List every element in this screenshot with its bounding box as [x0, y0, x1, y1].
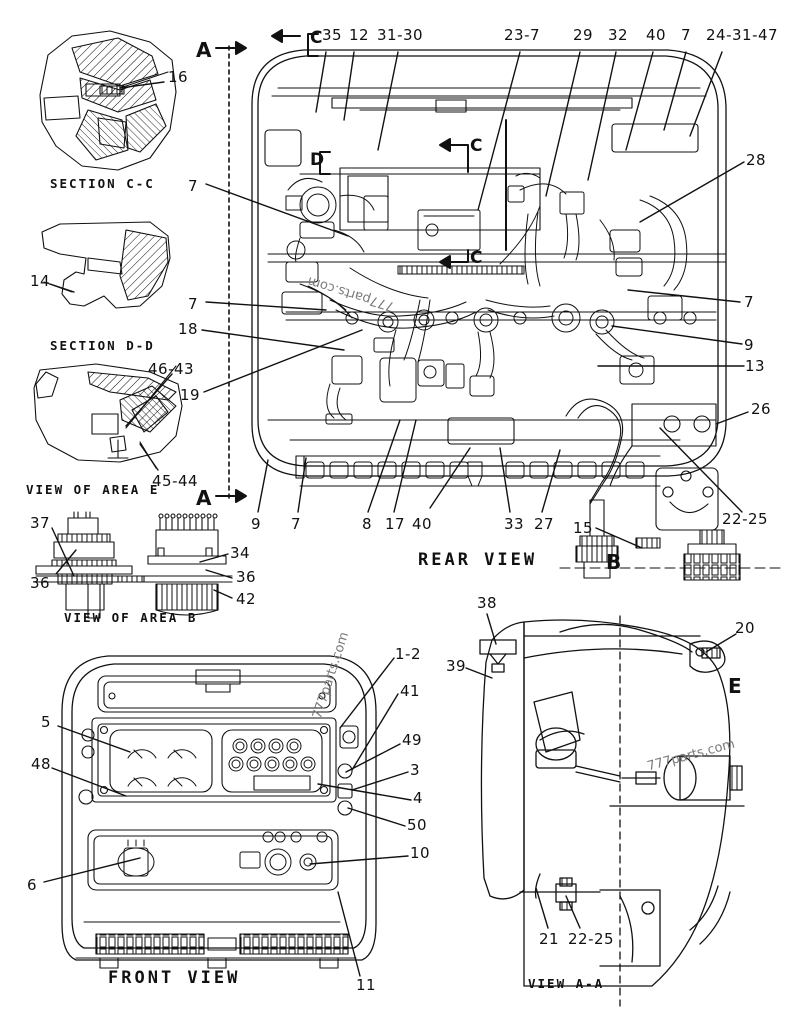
callout-32: 32 [608, 26, 629, 44]
callout-49: 49 [402, 731, 423, 749]
callout-7-top: 7 [681, 26, 692, 44]
section-marker-c-bracket: C [310, 28, 323, 48]
callout-45-44: 45-44 [152, 472, 199, 490]
callout-1-2: 1-2 [395, 645, 421, 663]
section-marker-b-rear: B [606, 550, 622, 574]
callout-46-43: 46-43 [148, 360, 195, 378]
callout-13: 13 [745, 357, 766, 375]
callout-33: 33 [504, 515, 525, 533]
callout-18: 18 [178, 320, 199, 338]
section-marker-c-top: C [470, 136, 483, 156]
callout-14: 14 [30, 272, 51, 290]
callout-16: 16 [168, 68, 189, 86]
callout-7-left-lower: 7 [188, 295, 199, 313]
callout-6: 6 [27, 876, 38, 894]
callout-31-30: 31-30 [377, 26, 424, 44]
callout-42: 42 [236, 590, 257, 608]
callout-35: 35 [322, 26, 343, 44]
caption-rear-view: REAR VIEW [418, 550, 538, 570]
callout-27: 27 [534, 515, 555, 533]
section-marker-a-top: A [196, 38, 212, 62]
callout-8: 8 [362, 515, 373, 533]
callout-7-bottom: 7 [291, 515, 302, 533]
callout-36-right: 36 [236, 568, 257, 586]
callout-15: 15 [573, 519, 594, 537]
callout-4: 4 [413, 789, 424, 807]
callout-36-left: 36 [30, 574, 51, 592]
section-marker-c-bottom: C [470, 248, 483, 268]
section-marker-e-right: E [728, 674, 742, 698]
callout-7-right: 7 [744, 293, 755, 311]
callout-9-right: 9 [744, 336, 755, 354]
callout-40-top: 40 [646, 26, 667, 44]
callout-21: 21 [539, 930, 560, 948]
caption-section-dd: SECTION D-D [50, 338, 155, 353]
section-marker-a-bottom: A [196, 486, 212, 510]
callout-22-25-rear: 22-25 [722, 510, 769, 528]
caption-section-cc: SECTION C-C [50, 176, 155, 191]
caption-view-aa: VIEW A-A [528, 976, 605, 991]
callout-7-left-upper: 7 [188, 177, 199, 195]
callout-9-bottom: 9 [251, 515, 262, 533]
caption-front-view: FRONT VIEW [108, 968, 241, 988]
callout-50: 50 [407, 816, 428, 834]
callout-19: 19 [180, 386, 201, 404]
callout-22-25-aa: 22-25 [568, 930, 615, 948]
caption-view-area-b: VIEW OF AREA B [64, 610, 198, 625]
callout-23-7: 23-7 [504, 26, 541, 44]
caption-view-area-e: VIEW OF AREA E [26, 482, 160, 497]
callout-38: 38 [477, 594, 498, 612]
callout-5: 5 [41, 713, 52, 731]
callout-3: 3 [410, 761, 421, 779]
callout-29: 29 [573, 26, 594, 44]
callout-24-31-47: 24-31-47 [706, 26, 779, 44]
section-marker-d-bracket: D [310, 150, 325, 170]
callout-34: 34 [230, 544, 251, 562]
callout-17: 17 [385, 515, 406, 533]
callout-40-bottom: 40 [412, 515, 433, 533]
callout-37: 37 [30, 514, 51, 532]
callout-20: 20 [735, 619, 756, 637]
callout-12: 12 [349, 26, 370, 44]
callout-10: 10 [410, 844, 431, 862]
callout-39: 39 [446, 657, 467, 675]
callout-11: 11 [356, 976, 377, 994]
callout-41: 41 [400, 682, 421, 700]
callout-48: 48 [31, 755, 52, 773]
callout-28: 28 [746, 151, 767, 169]
callout-26: 26 [751, 400, 772, 418]
